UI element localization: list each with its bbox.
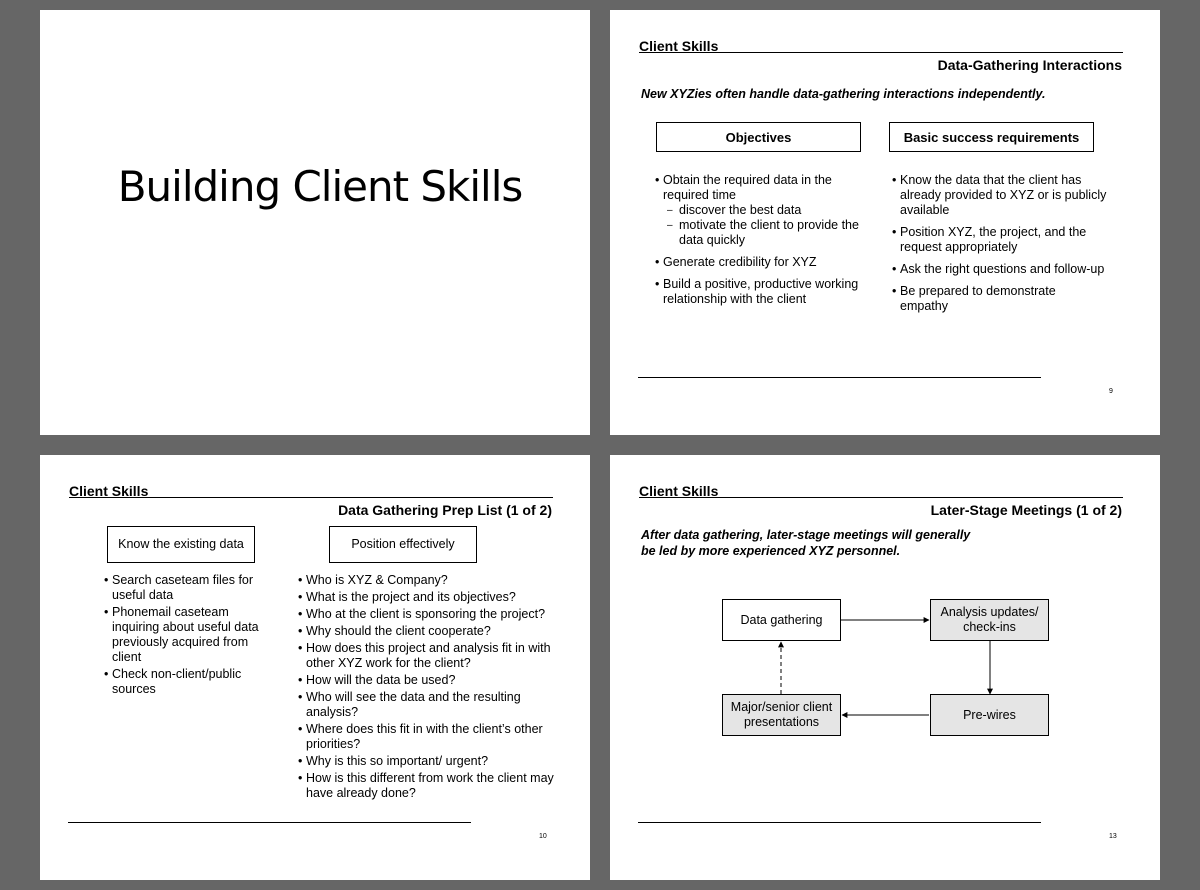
- objectives-list: Obtain the required data in the required…: [655, 173, 865, 314]
- list-item: Who will see the data and the resulting …: [298, 690, 558, 720]
- existing-data-header: Know the existing data: [107, 526, 255, 563]
- list-item: How is this different from work the clie…: [298, 771, 558, 801]
- list-item: Search caseteam files for useful data: [104, 573, 264, 603]
- sub-list-item: discover the best data: [663, 203, 865, 218]
- list-item: Where does this fit in with the client’s…: [298, 722, 558, 752]
- objectives-header: Objectives: [656, 122, 861, 152]
- list-item: Position XYZ, the project, and the reque…: [892, 225, 1107, 255]
- slide-title: Building Client Skills: [40, 10, 590, 435]
- slide-title: Later-Stage Meetings (1 of 2): [930, 502, 1122, 518]
- list-item: Generate credibility for XYZ: [655, 255, 865, 270]
- requirements-list: Know the data that the client has alread…: [892, 173, 1107, 321]
- footer-rule: [638, 377, 1041, 378]
- footer-rule: [638, 822, 1041, 823]
- section-label: Client Skills: [639, 38, 719, 54]
- list-item: Phonemail caseteam inquiring about usefu…: [104, 605, 264, 665]
- position-header: Position effectively: [329, 526, 477, 563]
- list-item: How will the data be used?: [298, 673, 558, 688]
- slide-title: Data Gathering Prep List (1 of 2): [338, 502, 552, 518]
- existing-data-list: Search caseteam files for useful data Ph…: [104, 573, 264, 699]
- list-item: Who is XYZ & Company?: [298, 573, 558, 588]
- header-rule: [639, 52, 1123, 53]
- position-list: Who is XYZ & Company? What is the projec…: [298, 573, 558, 803]
- header-rule: [639, 497, 1123, 498]
- list-item: How does this project and analysis fit i…: [298, 641, 558, 671]
- slide-subtitle: New XYZies often handle data-gathering i…: [641, 87, 1046, 101]
- section-label: Client Skills: [69, 483, 149, 499]
- list-item: Be prepared to demonstrate empathy: [892, 284, 1107, 314]
- presentation-title: Building Client Skills: [117, 162, 524, 211]
- list-item: Know the data that the client has alread…: [892, 173, 1107, 218]
- sub-list-item: motivate the client to provide the data …: [663, 218, 865, 248]
- list-item: Why is this so important/ urgent?: [298, 754, 558, 769]
- list-item: Check non-client/public sources: [104, 667, 264, 697]
- list-item: Ask the right questions and follow-up: [892, 262, 1107, 277]
- slide-later-stage-meetings: Client Skills Later-Stage Meetings (1 of…: [610, 455, 1160, 880]
- slide-data-gathering-interactions: Client Skills Data-Gathering Interaction…: [610, 10, 1160, 435]
- list-item: What is the project and its objectives?: [298, 590, 558, 605]
- page-number: 13: [1109, 833, 1117, 840]
- list-item: Why should the client cooperate?: [298, 624, 558, 639]
- list-item: Who at the client is sponsoring the proj…: [298, 607, 558, 622]
- flow-arrows: [778, 617, 993, 718]
- list-item: Build a positive, productive working rel…: [655, 277, 865, 307]
- sub-list: discover the best data motivate the clie…: [663, 203, 865, 248]
- slide-title: Data-Gathering Interactions: [937, 57, 1122, 73]
- requirements-header: Basic success requirements: [889, 122, 1094, 152]
- header-rule: [69, 497, 553, 498]
- section-label: Client Skills: [639, 483, 719, 499]
- data-gathering-box: Data gathering: [722, 599, 841, 641]
- page-number: 9: [1109, 388, 1113, 395]
- prewires-box: Pre-wires: [930, 694, 1049, 736]
- page-number: 10: [539, 833, 547, 840]
- list-item: Obtain the required data in the required…: [655, 173, 865, 248]
- footer-rule: [68, 822, 471, 823]
- slide-subtitle: After data gathering, later-stage meetin…: [641, 528, 971, 558]
- analysis-updates-box: Analysis updates/ check-ins: [930, 599, 1049, 641]
- slide-prep-list: Client Skills Data Gathering Prep List (…: [40, 455, 590, 880]
- presentations-box: Major/senior client presentations: [722, 694, 841, 736]
